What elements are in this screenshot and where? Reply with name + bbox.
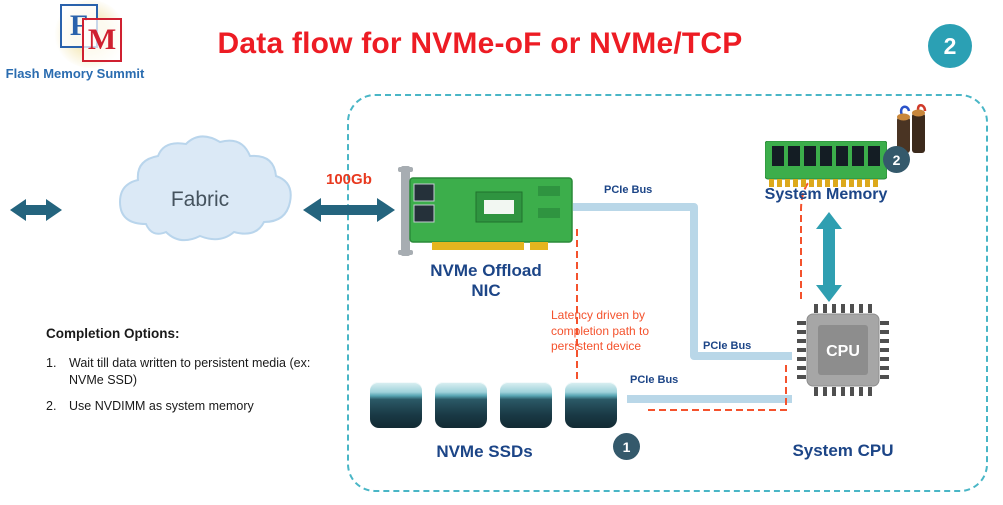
nic-label: NVMe Offload NIC — [430, 261, 542, 301]
latency-annotation: Latency driven by completion path to per… — [551, 308, 650, 354]
completion-option-item: 2. Use NVDIMM as system memory — [46, 398, 311, 415]
ssd-disk-icon — [500, 382, 552, 428]
completion-option-item: 1. Wait till data written to persistent … — [46, 355, 311, 388]
pcie-bus-label-3: PCIe Bus — [630, 374, 679, 386]
completion-option-1-badge: 1 — [613, 433, 640, 460]
system-memory-label: System Memory — [764, 186, 888, 203]
external-fabric-arrow — [10, 199, 62, 221]
completion-options-heading: Completion Options: — [46, 326, 180, 341]
option-text: Wait till data written to persistent med… — [69, 356, 311, 387]
nvme-ssd-row — [370, 382, 630, 428]
page-number-badge: 2 — [928, 24, 972, 68]
pcie-bus-label-1: PCIe Bus — [604, 184, 653, 196]
fms-logo: F M — [48, 0, 132, 68]
nic-graphic — [398, 166, 573, 256]
fabric-label: Fabric — [170, 188, 230, 211]
cloud-shape — [118, 135, 292, 242]
battery-graphic — [897, 104, 927, 153]
cpu-chip-label: CPU — [826, 343, 860, 360]
cpu-pins — [797, 304, 889, 396]
pcie-bus-label-2: PCIe Bus — [703, 340, 752, 352]
memory-dimm-graphic — [765, 141, 887, 187]
cpu-graphic: CPU — [797, 304, 889, 396]
slide-title: Data flow for NVMe-oF or NVMe/TCP — [217, 27, 743, 60]
fabric-cloud — [118, 135, 292, 242]
option-number: 1. — [46, 356, 57, 370]
logo-text: Flash Memory Summit — [5, 66, 145, 81]
ssd-disk-icon — [435, 382, 487, 428]
system-cpu-label: System CPU — [792, 441, 894, 460]
ssd-disk-icon — [565, 382, 617, 428]
option-number: 2. — [46, 399, 57, 413]
completion-options: Completion Options: 1. Wait till data wr… — [46, 326, 311, 425]
system-boundary-box — [347, 94, 988, 492]
ssd-disk-icon — [370, 382, 422, 428]
logo-letter-m: M — [82, 18, 122, 62]
nvme-ssds-label: NVMe SSDs — [436, 442, 533, 461]
completion-option-2-badge: 2 — [883, 146, 910, 173]
link-speed-label: 100Gb — [326, 171, 372, 188]
option-text: Use NVDIMM as system memory — [69, 399, 254, 413]
